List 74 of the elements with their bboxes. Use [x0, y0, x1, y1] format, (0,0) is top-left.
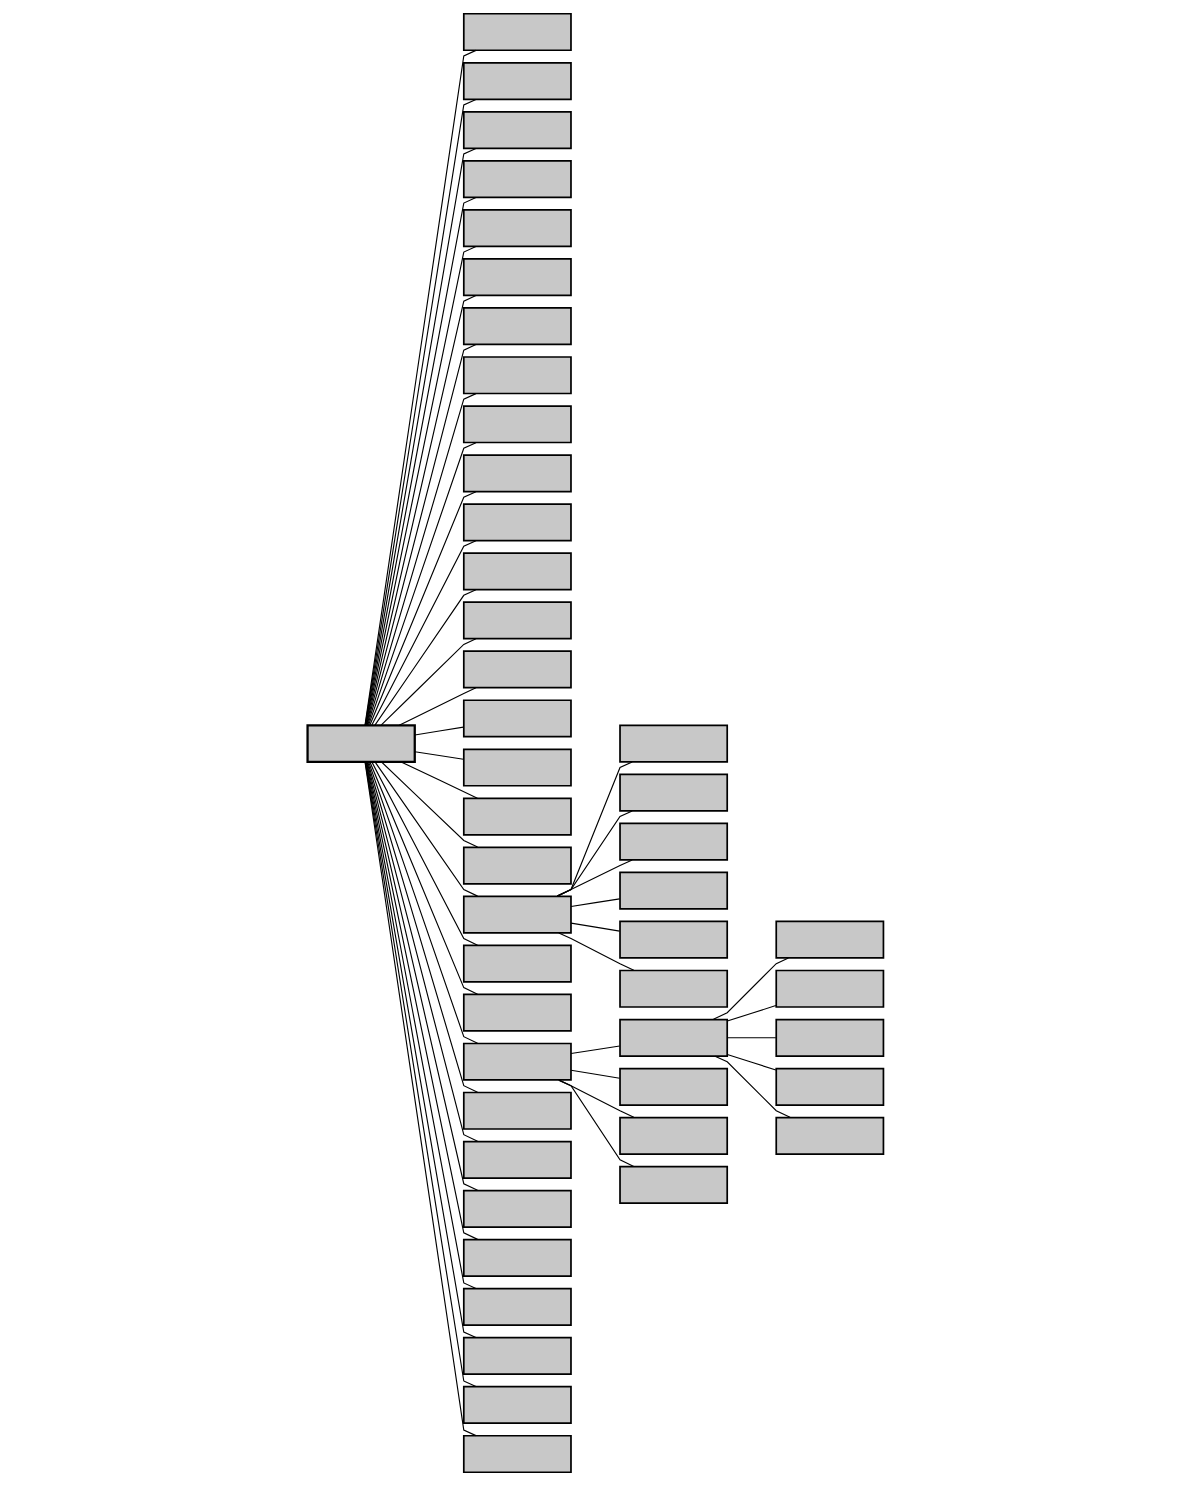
connector — [556, 810, 633, 897]
node-box — [462, 1434, 572, 1474]
connector — [712, 957, 789, 1020]
connector — [570, 922, 620, 932]
connector — [380, 761, 478, 848]
node-box — [462, 748, 572, 787]
node-box — [462, 258, 572, 297]
connector — [374, 761, 478, 897]
connector — [368, 491, 477, 726]
node-box — [462, 1042, 572, 1081]
node-box — [462, 503, 572, 542]
node-box — [462, 160, 572, 199]
node-box — [462, 110, 572, 150]
connector — [413, 751, 464, 760]
node-box — [462, 650, 572, 689]
connector — [367, 761, 478, 1044]
connector — [726, 1053, 776, 1071]
connector — [713, 1055, 791, 1118]
node-box — [462, 454, 572, 493]
connector — [373, 589, 477, 726]
node-box — [462, 405, 572, 444]
node-box — [462, 209, 572, 248]
node-box — [618, 1116, 728, 1155]
node-box — [462, 1238, 572, 1277]
node-box — [774, 1067, 884, 1106]
node-box — [462, 699, 572, 738]
node-box — [618, 920, 728, 959]
node-box — [618, 969, 728, 1008]
node-box — [618, 1165, 728, 1204]
node-box — [618, 1018, 728, 1057]
node-box — [462, 944, 572, 983]
node-box — [618, 871, 728, 910]
connector — [367, 442, 477, 726]
node-box — [462, 1385, 572, 1425]
node-box — [305, 724, 416, 763]
connector — [400, 761, 478, 799]
connector — [380, 638, 477, 726]
node-box — [462, 601, 572, 640]
node-box — [462, 1189, 572, 1228]
node-box — [774, 1018, 884, 1057]
connector — [570, 1045, 620, 1055]
node-box — [462, 1140, 572, 1179]
node-box — [462, 797, 572, 836]
connector — [370, 761, 478, 946]
node-box — [618, 1067, 728, 1106]
node-box — [462, 61, 572, 101]
connector — [557, 932, 634, 971]
node-box — [618, 724, 728, 763]
node-box — [618, 773, 728, 812]
connector — [368, 761, 478, 995]
connector — [570, 1069, 620, 1079]
node-box — [462, 1336, 572, 1376]
connector — [398, 687, 477, 726]
node-box — [774, 1116, 884, 1155]
connector — [556, 761, 633, 897]
node-box — [462, 846, 572, 885]
node-box — [774, 969, 884, 1008]
connector — [570, 898, 620, 908]
connector — [556, 859, 633, 897]
node-box — [462, 307, 572, 346]
node-box — [774, 920, 884, 959]
node-box — [462, 993, 572, 1032]
connector — [726, 1037, 776, 1039]
connector — [726, 1005, 776, 1022]
node-box — [462, 1091, 572, 1130]
connector — [370, 540, 477, 726]
node-box — [462, 895, 572, 934]
node-box — [618, 822, 728, 861]
node-box — [462, 356, 572, 395]
node-box — [462, 12, 572, 52]
node-box — [462, 1287, 572, 1326]
connector — [557, 1079, 634, 1167]
node-box — [462, 552, 572, 591]
connector — [413, 726, 464, 736]
